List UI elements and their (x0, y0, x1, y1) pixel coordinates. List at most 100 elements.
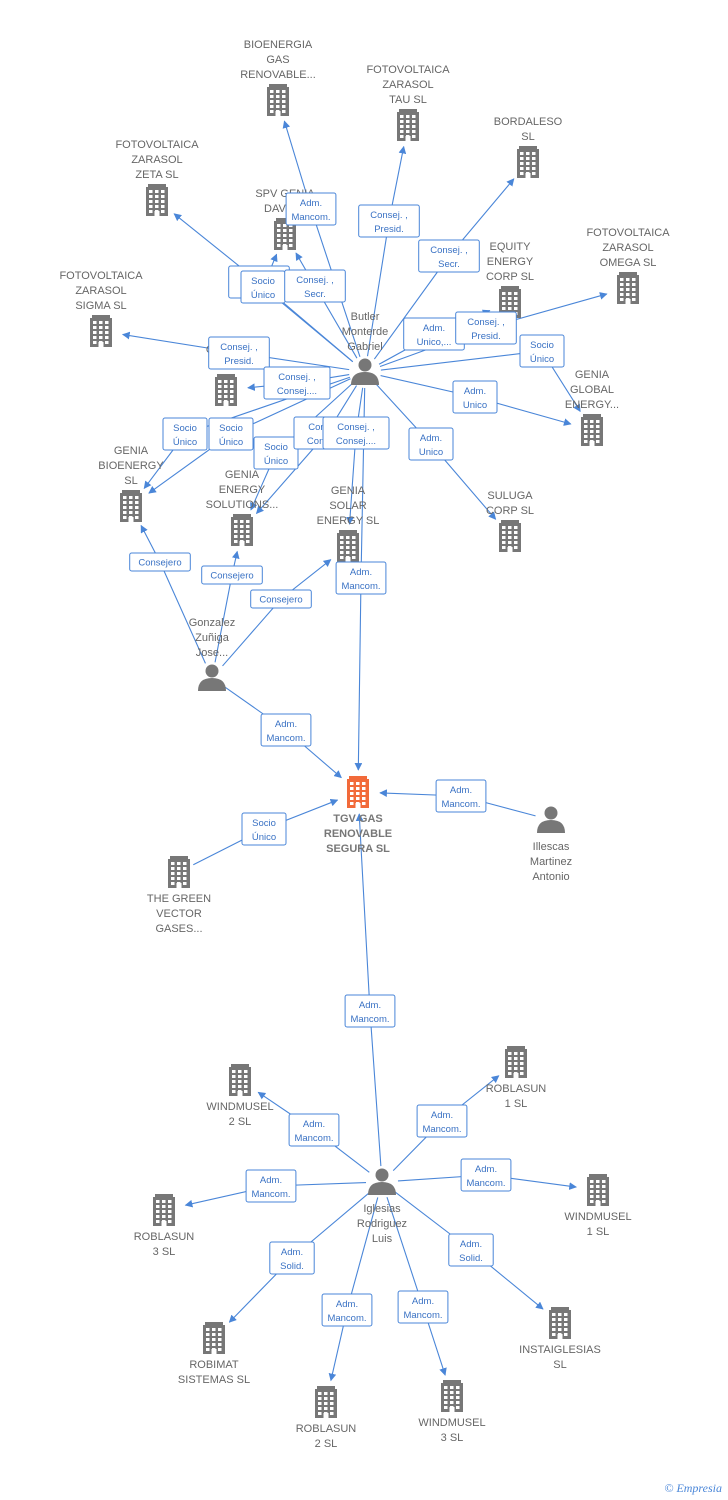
node-label-line: ENERGY (487, 256, 534, 268)
relation-label-iglesias-robimat[interactable]: Adm. Solid. (269, 1241, 315, 1275)
node-label-line: Rodriguez (357, 1218, 407, 1230)
relation-label-text: Mancom. (466, 1178, 505, 1189)
node-label-line: Iglesias (363, 1203, 401, 1215)
node-label-line: SL (553, 1359, 566, 1371)
node-label-line: Luis (372, 1233, 393, 1245)
relation-label-text: Socio (219, 423, 243, 434)
relation-label-text: Consej. , (337, 422, 375, 433)
node-label-line: 1 SL (587, 1226, 610, 1238)
relation-label-butler-genia_global[interactable]: Adm.Unico (452, 380, 498, 414)
node-label-line: ROBLASUN (296, 1423, 357, 1435)
relation-label-iglesias-roblasun2[interactable]: Adm.Mancom. (321, 1293, 373, 1327)
company-node-genia_global[interactable]: GENIAGLOBALENERGY... (565, 369, 619, 446)
relation-label-iglesias-windmusel2[interactable]: Adm.Mancom. (288, 1113, 340, 1147)
node-label-line: WINDMUSEL (206, 1101, 273, 1113)
node-label-line: WINDMUSEL (418, 1417, 485, 1429)
relation-label-gonzalez-genia_solar[interactable]: Consejero (250, 589, 312, 609)
node-label-line: WINDMUSEL (564, 1211, 631, 1223)
company-node-genia_energy[interactable]: GENIAENERGYSOLUTIONS... (206, 469, 279, 546)
relation-label-butler-genia_solar[interactable]: Consej. ,Consej.... (322, 416, 390, 450)
relation-label-iglesias-roblasun1[interactable]: Adm.Mancom. (416, 1104, 468, 1138)
node-label-line: Jose... (196, 647, 228, 659)
relation-label-text: Secr. (438, 259, 460, 270)
relation-label-text: Adm. (275, 719, 297, 730)
building-icon (499, 520, 521, 552)
relation-label-butler-grupo_gen[interactable]: Consej. ,Consej.... (263, 366, 331, 400)
relation-label-butler-fv_tau[interactable]: Consej. ,Presid. (358, 204, 420, 238)
building-icon (581, 414, 603, 446)
relation-label-text: Consej.... (277, 386, 317, 397)
relation-label-iglesias-windmusel3[interactable]: Adm.Mancom. (397, 1290, 449, 1324)
relation-label-illescas-tgv[interactable]: Adm.Mancom. (435, 779, 487, 813)
building-icon (549, 1307, 571, 1339)
relation-label-butler-equity[interactable]: Adm.Unico,... (403, 317, 465, 351)
relation-label-butler-bordaleso[interactable]: Consej. ,Secr. (418, 239, 480, 273)
relation-label-text: Presid. (471, 331, 501, 342)
relation-label-butler-suluga[interactable]: Adm.Unico (408, 427, 454, 461)
relation-label-gonzalez-genia_energy[interactable]: Consejero (201, 565, 263, 585)
relation-label-text: Mancom. (350, 1014, 389, 1025)
node-label-line: FOTOVOLTAICA (586, 227, 670, 239)
relation-label-gonzalez-tgv[interactable]: Adm. Mancom. (260, 713, 312, 747)
relation-label-butler-fv_sigma[interactable]: Consej. ,Presid. (208, 336, 270, 370)
company-node-windmusel1[interactable]: WINDMUSEL 1 SL (564, 1174, 632, 1238)
node-label-line: Gabriel (347, 341, 382, 353)
relation-label-iglesias-roblasun3[interactable]: Adm.Mancom. (245, 1169, 297, 1203)
relation-label-butler-bioenergia[interactable]: Adm.Mancom. (285, 192, 337, 226)
relation-label-text: Solid. (280, 1261, 304, 1272)
relation-label-text: Mancom. (291, 212, 330, 223)
node-label-line: SOLAR (329, 500, 366, 512)
relation-label-text: Adm. (281, 1247, 303, 1258)
relation-label-butler-fv_omega[interactable]: Consej. , Presid. (455, 311, 517, 345)
company-node-green_vector[interactable]: THE GREENVECTORGASES... (147, 856, 211, 935)
footer-brand[interactable]: © Empresia (664, 1481, 722, 1496)
person-node-gonzalez[interactable]: GonzalezZuñigaJose... (189, 617, 235, 691)
relation-label-butler-tgv[interactable]: Adm.Mancom. (335, 561, 387, 595)
company-node-bioenergia[interactable]: BIOENERGIAGASRENOVABLE... (240, 39, 316, 116)
relation-label-text: Mancom. (327, 1313, 366, 1324)
relation-label-text: Consejero (138, 558, 181, 569)
relation-label-text: Consej. , (467, 317, 505, 328)
relation-label-iglesias-instaiglesias[interactable]: Adm.Solid. (448, 1233, 494, 1267)
relation-label-iglesias-tgv[interactable]: Adm.Mancom. (344, 994, 396, 1028)
relation-label-iglesias-windmusel1[interactable]: Adm.Mancom. (460, 1158, 512, 1192)
node-label-line: Gonzalez (189, 617, 235, 629)
relation-label-text: Mancom. (266, 733, 305, 744)
relation-label-text: Secr. (304, 289, 326, 300)
node-label-line: GENIA (575, 369, 610, 381)
copyright-icon: © (664, 1481, 674, 1495)
relation-label-text: Único (530, 354, 554, 365)
edge-butler-to-fv_tau (366, 145, 407, 357)
relation-label-gonzalez-genia_bio[interactable]: Consejero (129, 552, 191, 572)
person-icon (351, 358, 379, 385)
relation-label-butler-spv_genia[interactable]: Consej. ,Secr. (284, 269, 346, 303)
